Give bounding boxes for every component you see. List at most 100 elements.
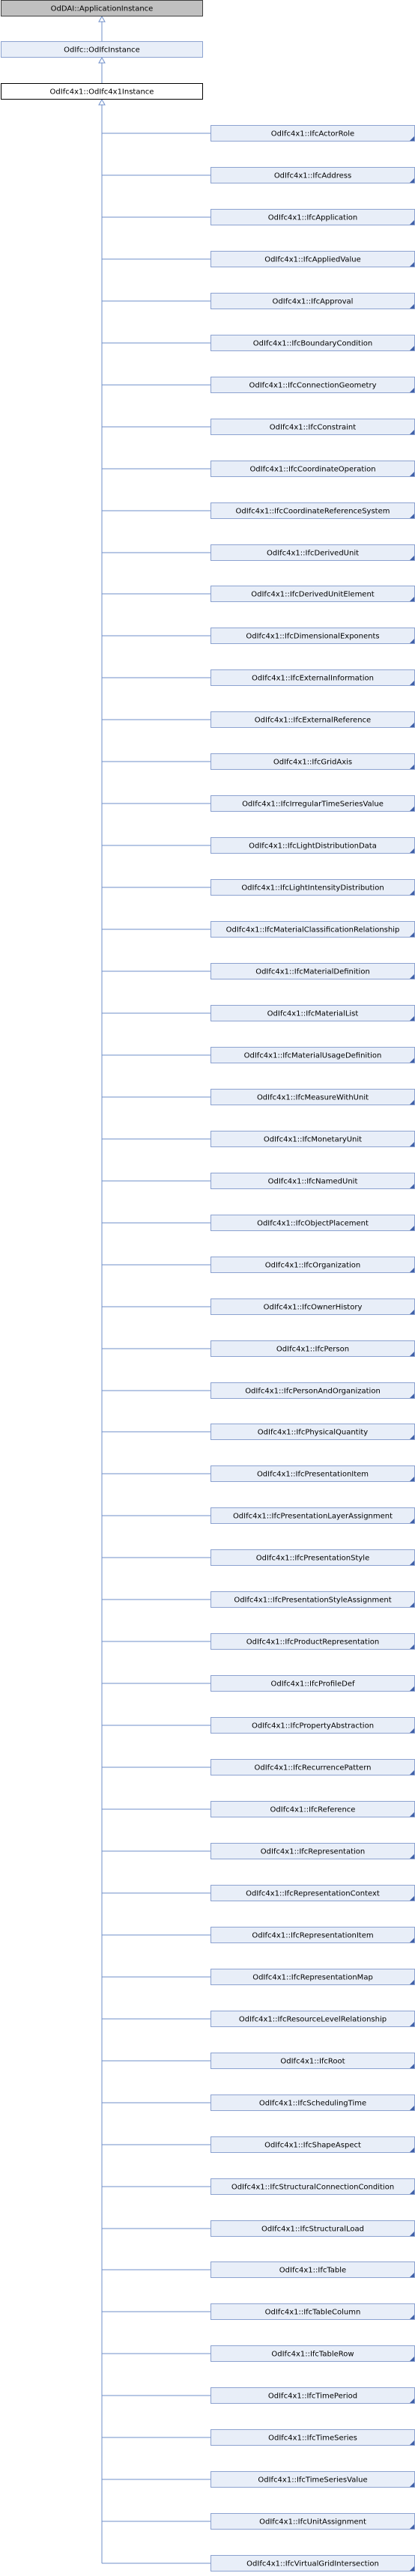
class-node-label: OdIfc4x1::IfcProfileDef [270, 1680, 354, 1689]
collapsed-marker-icon [410, 2273, 414, 2277]
class-node-label: OdIfc4x1::IfcNamedUnit [268, 1178, 358, 1186]
class-node-label: OdIfc4x1::IfcMeasureWithUnit [257, 1094, 369, 1102]
class-node-label: OdIfc4x1::IfcGridAxis [273, 759, 352, 767]
class-node-ifc-instance[interactable] [1, 41, 203, 58]
class-node-label: OdIfc4x1::IfcExternalReference [255, 717, 371, 725]
collapsed-marker-icon [410, 1016, 414, 1021]
class-node-label: OdIfc4x1::IfcStructuralConnectionConditi… [231, 2184, 394, 2192]
collapsed-marker-icon [410, 1938, 414, 1942]
collapsed-marker-icon [410, 597, 414, 601]
class-node-label: OdIfc4x1::IfcPerson [276, 1346, 349, 1354]
collapsed-marker-icon [410, 2064, 414, 2068]
collapsed-marker-icon [410, 2440, 414, 2445]
collapsed-marker-icon [410, 1142, 414, 1146]
collapsed-marker-icon [410, 1100, 414, 1105]
collapsed-marker-icon [410, 1519, 414, 1523]
class-node-label: OdIfc4x1::IfcExternalInformation [252, 675, 374, 683]
class-node-label: OdIfc4x1::IfcPropertyAbstraction [252, 1722, 374, 1731]
collapsed-marker-icon [410, 2148, 414, 2152]
class-node-label: OdIfc4x1::IfcTimeSeriesValue [258, 2476, 367, 2485]
collapsed-marker-icon [410, 1477, 414, 1481]
class-node-label: OdIfc4x1::OdIfc4x1Instance [50, 88, 154, 97]
class-node-label: OdIfc4x1::IfcConstraint [270, 424, 356, 432]
collapsed-marker-icon [410, 639, 414, 643]
collapsed-marker-icon [410, 1352, 414, 1356]
class-node-label: OdIfc4x1::IfcCoordinateReferenceSystem [235, 508, 390, 516]
class-node-label: OdIfc4x1::IfcProductRepresentation [246, 1638, 379, 1647]
class-node-label: OdIfc4x1::IfcPresentationLayerAssignment [233, 1513, 393, 1521]
collapsed-marker-icon [410, 2357, 414, 2361]
collapsed-marker-icon [410, 1980, 414, 1984]
inheritance-arrow [98, 98, 106, 106]
collapsed-marker-icon [410, 1226, 414, 1230]
collapsed-marker-icon [410, 1644, 414, 1649]
collapsed-marker-icon [410, 1310, 414, 1314]
class-node-label: OdIfc4x1::IfcAddress [274, 172, 351, 180]
collapsed-marker-icon [410, 2190, 414, 2194]
class-node-label: OdIfc4x1::IfcTimeSeries [268, 2434, 357, 2443]
collapsed-marker-icon [410, 262, 414, 267]
collapsed-marker-icon [410, 1854, 414, 1859]
class-node-label: OdIfc4x1::IfcApproval [273, 298, 354, 306]
collapsed-marker-icon [410, 1394, 414, 1398]
collapsed-marker-icon [410, 848, 414, 853]
collapsed-marker-icon [410, 2566, 414, 2571]
collapsed-marker-icon [410, 2315, 414, 2319]
collapsed-marker-icon [410, 1686, 414, 1691]
class-node-label: OdIfc4x1::IfcOwnerHistory [264, 1304, 363, 1312]
class-node-label: OdIfc::OdIfcInstance [64, 46, 140, 55]
class-node-label: OdIfc4x1::IfcMonetaryUnit [264, 1136, 362, 1144]
collapsed-marker-icon [410, 723, 414, 727]
class-node-application-instance[interactable] [1, 0, 203, 16]
class-node-label: OdIfc4x1::IfcConnectionGeometry [249, 382, 377, 390]
collapsed-marker-icon [410, 388, 414, 392]
collapsed-marker-icon [410, 2399, 414, 2403]
collapsed-marker-icon [410, 2232, 414, 2236]
collapsed-marker-icon [410, 765, 414, 769]
class-node-label: OdIfc4x1::IfcRoot [280, 2058, 345, 2066]
collapsed-marker-icon [410, 2106, 414, 2110]
class-node-label: OdIfc4x1::IfcTableRow [271, 2351, 354, 2359]
class-node-label: OdIfc4x1::IfcRecurrencePattern [255, 1764, 372, 1772]
collapsed-marker-icon [410, 1896, 414, 1901]
collapsed-marker-icon [410, 220, 414, 225]
class-node-label: OdIfc4x1::IfcShapeAspect [264, 2142, 361, 2150]
collapsed-marker-icon [410, 1728, 414, 1733]
collapsed-marker-icon [410, 1770, 414, 1775]
class-node-label: OdIfc4x1::IfcPresentationStyleAssignment [234, 1597, 391, 1605]
class-node-label: OdDAI::ApplicationInstance [51, 5, 154, 13]
class-node-label: OdIfc4x1::IfcOrganization [265, 1262, 360, 1270]
class-node-label: OdIfc4x1::IfcSchedulingTime [259, 2100, 366, 2108]
class-node-label: OdIfc4x1::IfcDerivedUnit [267, 550, 359, 558]
collapsed-marker-icon [410, 178, 414, 183]
collapsed-marker-icon [410, 136, 414, 141]
class-node-label: OdIfc4x1::IfcCoordinateOperation [249, 466, 375, 474]
collapsed-marker-icon [410, 2022, 414, 2026]
class-node-label: OdIfc4x1::IfcAppliedValue [264, 256, 361, 264]
class-node-label: OdIfc4x1::IfcDerivedUnitElement [251, 591, 375, 599]
class-node-ifc4x1-instance[interactable] [1, 83, 203, 100]
class-node-label: OdIfc4x1::IfcStructuralLoad [261, 2226, 364, 2234]
collapsed-marker-icon [410, 932, 414, 937]
inheritance-arrow [98, 56, 106, 64]
class-node-label: OdIfc4x1::IfcPresentationStyle [256, 1555, 369, 1563]
class-node-label: OdIfc4x1::IfcPresentationItem [257, 1471, 369, 1479]
collapsed-marker-icon [410, 514, 414, 518]
class-node-label: OdIfc4x1::IfcTableColumn [265, 2309, 361, 2317]
class-node-label: OdIfc4x1::IfcMaterialList [267, 1010, 359, 1018]
collapsed-marker-icon [410, 430, 414, 434]
collapsed-marker-icon [410, 890, 414, 895]
collapsed-marker-icon [410, 2524, 414, 2529]
class-node-label: OdIfc4x1::IfcPhysicalQuantity [258, 1429, 369, 1437]
collapsed-marker-icon [410, 1812, 414, 1817]
class-node-label: OdIfc4x1::IfcMaterialDefinition [255, 968, 370, 976]
collapsed-marker-icon [410, 556, 414, 560]
class-node-label: OdIfc4x1::IfcResourceLevelRelationship [239, 2016, 387, 2024]
collapsed-marker-icon [410, 1268, 414, 1272]
class-node-label: OdIfc4x1::IfcBoundaryCondition [253, 340, 372, 348]
collapsed-marker-icon [410, 974, 414, 979]
collapsed-marker-icon [410, 1435, 414, 1439]
class-node-label: OdIfc4x1::IfcDimensionalExponents [246, 633, 379, 641]
class-node-label: OdIfc4x1::IfcRepresentationMap [252, 1974, 373, 1982]
